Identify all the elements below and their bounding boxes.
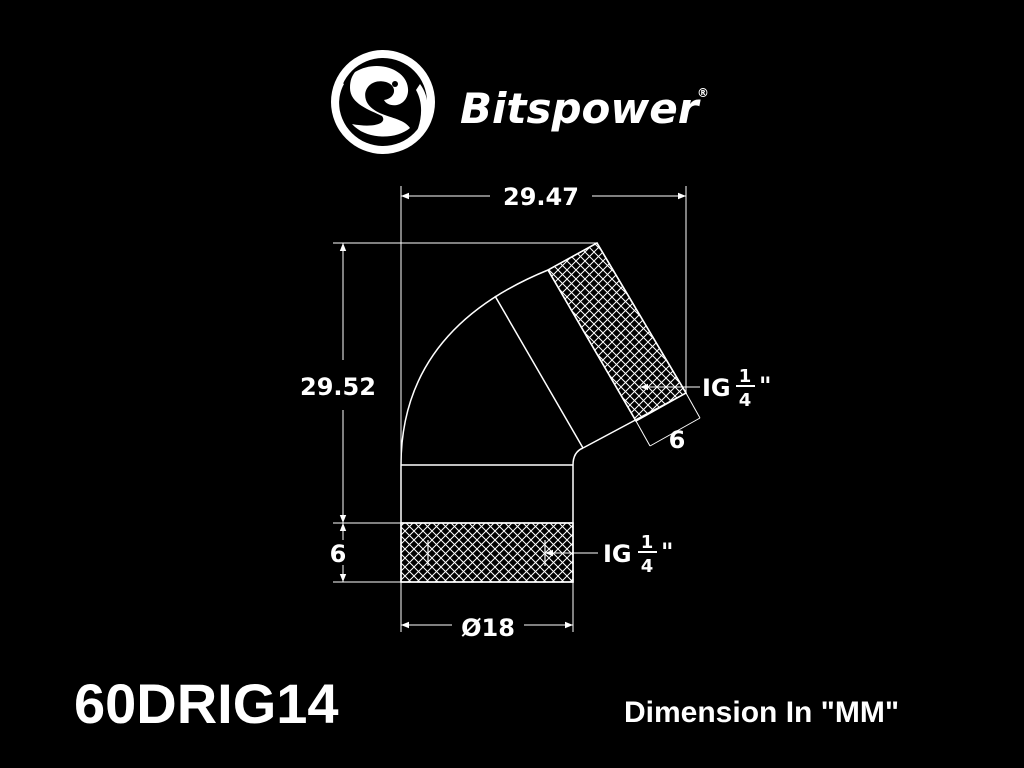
bottom-thread-denominator: 4 (641, 556, 654, 577)
angled-thread-hatch (546, 241, 688, 423)
angled-thread-depth-label: 6 (669, 426, 686, 454)
model-number: 60DRIG14 (74, 672, 339, 735)
bottom-thread-hatch (400, 522, 574, 583)
bottom-thread-spec: IG 1 4 " (603, 532, 674, 577)
angled-thread-spec: IG 1 4 " (702, 366, 772, 411)
bottom-thread-suffix: " (661, 538, 674, 566)
bottom-thread-depth-label: 6 (330, 540, 347, 568)
height-dimension-label: 29.52 (300, 373, 376, 401)
registered-mark: ® (697, 86, 709, 100)
bottom-thread-prefix: IG (603, 540, 632, 568)
angled-thread-suffix: " (759, 372, 772, 400)
brand-name: Bitspower (460, 84, 701, 133)
bottom-thread-numerator: 1 (641, 532, 654, 553)
diameter-dimension-label: Ø18 (461, 614, 515, 642)
dragon-emblem-icon (331, 50, 435, 154)
units-note: Dimension In "MM" (624, 696, 899, 729)
angled-thread-denominator: 4 (739, 390, 752, 411)
dimension-lines (333, 186, 701, 632)
width-dimension-label: 29.47 (503, 183, 579, 211)
angled-thread-prefix: IG (702, 374, 731, 402)
angled-thread-numerator: 1 (739, 366, 752, 387)
